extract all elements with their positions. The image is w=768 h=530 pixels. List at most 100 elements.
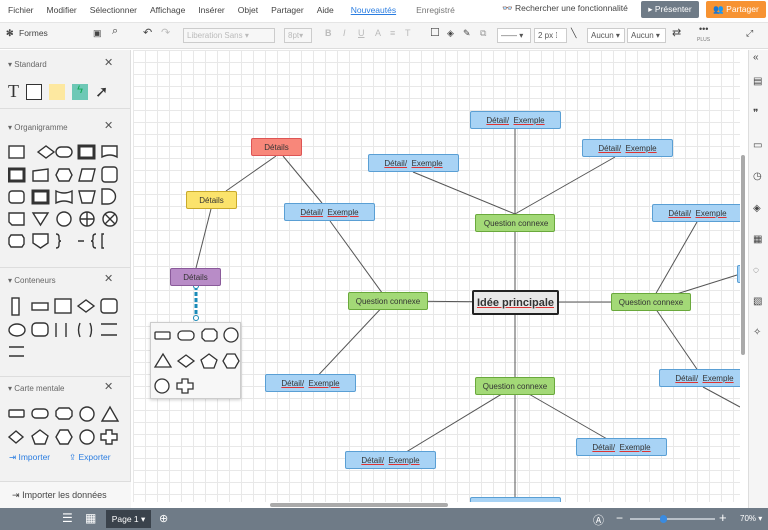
magic-icon[interactable]: ✧	[753, 327, 762, 338]
detail-node[interactable]: Détail/ Exemple	[284, 203, 375, 221]
text-color-icon[interactable]: A	[375, 28, 382, 38]
fill-icon[interactable]: ◈	[447, 28, 454, 38]
import-link[interactable]: ⇥ Importer	[9, 452, 51, 462]
align-icon[interactable]: ≡	[390, 28, 396, 38]
image-icon[interactable]: ▣	[93, 28, 102, 38]
search-icon[interactable]: ⌕	[112, 25, 119, 37]
collapse-icon[interactable]: «	[753, 52, 759, 63]
import-data-button[interactable]: ⇥ Importer les données	[0, 481, 131, 508]
menu-partager[interactable]: Partager	[271, 4, 304, 15]
font-select[interactable]: Liberation Sans ▾	[183, 28, 275, 43]
lightning-shape-icon[interactable]: ϟ	[72, 83, 88, 100]
export-link[interactable]: ⇪ Exporter	[69, 452, 111, 462]
style-icon[interactable]: ⧉	[480, 28, 487, 38]
close-icon[interactable]: ✕	[104, 57, 114, 69]
menu-objet[interactable]: Objet	[237, 4, 259, 15]
note-shape-icon[interactable]	[49, 83, 65, 100]
present-button[interactable]: ▸ Présenter	[641, 1, 699, 18]
connector[interactable]	[702, 386, 740, 408]
horizontal-scrollbar[interactable]	[270, 503, 448, 507]
close-icon[interactable]: ✕	[104, 381, 114, 393]
quick-shapes[interactable]	[151, 323, 242, 400]
presentation-icon[interactable]: ▭	[753, 140, 763, 151]
connector[interactable]	[412, 171, 516, 215]
connector[interactable]	[225, 155, 277, 192]
line-width-select[interactable]: 2 px ⁞	[534, 28, 567, 43]
detail-node[interactable]: Détail/ Exemple	[576, 438, 667, 456]
share-button[interactable]: 👥 Partager	[706, 1, 766, 18]
data-icon[interactable]: ▦	[753, 234, 763, 245]
related-question-node[interactable]: Question connexe	[611, 293, 691, 311]
grid-view-icon[interactable]: ▦	[85, 511, 97, 525]
menu-affichage[interactable]: Affichage	[150, 4, 186, 15]
section-containers[interactable]: ▾ Conteneurs	[8, 276, 56, 285]
list-view-icon[interactable]: ☰	[62, 511, 73, 525]
zoom-out-icon[interactable]: −	[616, 511, 624, 525]
history-icon[interactable]: ◷	[753, 171, 762, 182]
detail-node[interactable]: Détail/ Exemple	[368, 154, 459, 172]
zoom-slider-thumb[interactable]	[660, 515, 667, 523]
detail-node[interactable]: Détail/ Exemple	[652, 204, 740, 222]
related-question-node[interactable]: Question connexe	[348, 292, 428, 310]
connector[interactable]	[650, 301, 704, 379]
menu-inserer[interactable]: Insérer	[198, 4, 225, 15]
details-node-yellow[interactable]: Détails	[186, 191, 237, 209]
accessibility-icon[interactable]: Ⓐ	[593, 515, 604, 527]
rectangle-shape-icon[interactable]	[26, 83, 42, 100]
arrow-shape-icon[interactable]: ➚	[95, 83, 109, 101]
redo-icon[interactable]: ↷	[161, 27, 171, 39]
connector[interactable]	[282, 155, 323, 204]
undo-icon[interactable]: ↶	[143, 27, 153, 39]
text-options-icon[interactable]: T	[405, 28, 411, 38]
detail-node-partial[interactable]	[737, 265, 740, 283]
menu-nouveautes[interactable]: Nouveautés	[350, 4, 397, 15]
menu-fichier[interactable]: Fichier	[8, 4, 34, 15]
related-question-node[interactable]: Question connexe	[475, 377, 555, 395]
related-question-node[interactable]: Question connexe	[475, 214, 555, 232]
detail-node[interactable]: Détail/ Exemple	[582, 139, 673, 157]
main-idea-node[interactable]: Idée principale	[472, 290, 559, 315]
start-arrow-select[interactable]: Aucun ▾	[587, 28, 625, 43]
more-icon[interactable]: •••	[699, 24, 709, 34]
detail-node-partial[interactable]	[470, 497, 561, 502]
underline-icon[interactable]: U	[358, 28, 365, 38]
line-color-icon[interactable]: ✎	[463, 28, 471, 38]
vertical-scrollbar[interactable]	[741, 155, 745, 355]
connector[interactable]	[514, 156, 616, 215]
connector[interactable]	[650, 221, 698, 303]
flowchart-shapes[interactable]	[8, 144, 123, 256]
container-shapes[interactable]	[8, 296, 123, 362]
connector[interactable]	[310, 300, 389, 384]
connector[interactable]	[392, 385, 516, 461]
menu-modifier[interactable]: Modifier	[46, 4, 77, 15]
feature-search[interactable]: 👓 Rechercher une fonctionnalité	[502, 3, 628, 14]
diagram-canvas[interactable]: Idée principale Question connexe Questio…	[133, 50, 740, 502]
page-icon[interactable]: ▤	[753, 76, 763, 87]
close-icon[interactable]: ✕	[104, 120, 114, 132]
fullscreen-icon[interactable]: ⤢	[746, 28, 754, 38]
font-size-select[interactable]: 8pt▾	[284, 28, 312, 43]
section-flowchart[interactable]: ▾ Organigramme	[8, 123, 68, 132]
chat-icon[interactable]: ▧	[753, 296, 763, 307]
mindmap-shapes[interactable]	[8, 405, 123, 449]
close-icon[interactable]: ✕	[104, 273, 114, 285]
end-arrow-select[interactable]: Aucun ▾	[627, 28, 666, 43]
text-shape-icon[interactable]: T	[8, 81, 19, 101]
connector[interactable]	[514, 385, 622, 448]
border-icon[interactable]: ☐	[430, 27, 440, 39]
section-mindmap[interactable]: ▾ Carte mentale	[8, 384, 65, 393]
add-page-icon[interactable]: ⊕	[159, 513, 169, 525]
connector[interactable]	[329, 220, 389, 302]
detail-node[interactable]: Détail/ Exemple	[659, 369, 740, 387]
zoom-select[interactable]: 70% ▾	[740, 514, 763, 523]
page-selector[interactable]: Page 1 ▾	[106, 510, 151, 528]
details-node-red[interactable]: Détails	[251, 138, 302, 156]
zoom-slider[interactable]	[630, 518, 715, 520]
menu-aide[interactable]: Aide	[316, 4, 334, 15]
layers-icon[interactable]: ◈	[753, 203, 761, 214]
comment-icon[interactable]: ◌	[753, 265, 759, 276]
detail-node[interactable]: Détail/ Exemple	[345, 451, 436, 469]
connector-icon[interactable]: ╲	[571, 28, 577, 38]
connector-handle[interactable]	[193, 315, 199, 321]
bold-icon[interactable]: B	[325, 28, 332, 38]
